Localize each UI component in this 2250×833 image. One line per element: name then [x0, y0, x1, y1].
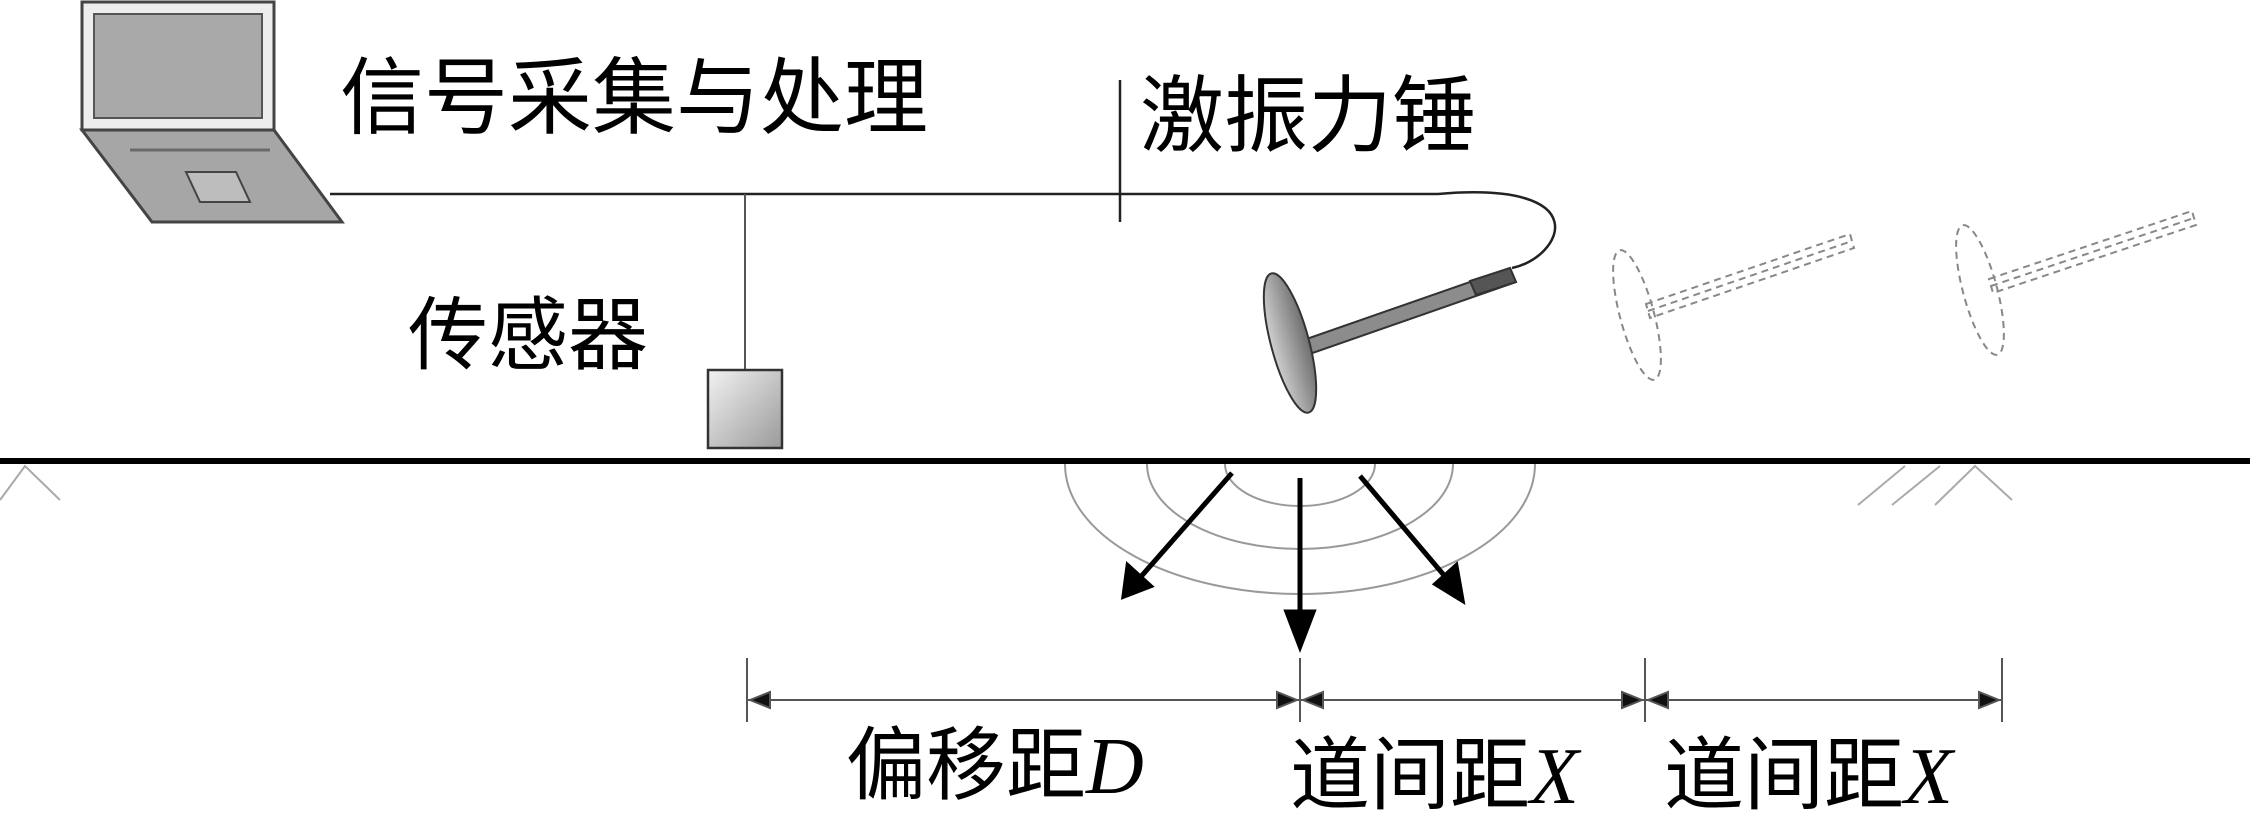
hammer-icon — [1262, 266, 1518, 414]
ghost-hammer-icon — [1955, 209, 2198, 356]
hammer-label: 激振力锤 — [1140, 67, 1477, 165]
spacing-label-1: 道间距X — [1290, 736, 1579, 818]
wave-arrows — [1120, 471, 1466, 654]
sensor-label: 传感器 — [408, 289, 648, 382]
signal-processing-label: 信号采集与处理 — [340, 49, 929, 147]
offset-text: 偏移距 — [846, 719, 1086, 812]
spacing-label-2: 道间距X — [1664, 736, 1953, 818]
ground-hatching — [0, 464, 2013, 506]
sensor-icon — [706, 368, 784, 450]
offset-symbol: D — [1086, 723, 1144, 811]
spacing-text-1: 道间距 — [1290, 729, 1530, 822]
spacing-symbol-2: X — [1904, 733, 1953, 821]
hammer-cable — [1437, 191, 1557, 270]
laptop-icon — [78, 0, 345, 224]
ghost-hammer-icon — [1612, 232, 1856, 381]
spacing-text-2: 道间距 — [1664, 729, 1904, 822]
offset-label: 偏移距D — [846, 726, 1144, 808]
dimension-lines — [746, 658, 2003, 722]
spacing-symbol-1: X — [1530, 733, 1579, 821]
